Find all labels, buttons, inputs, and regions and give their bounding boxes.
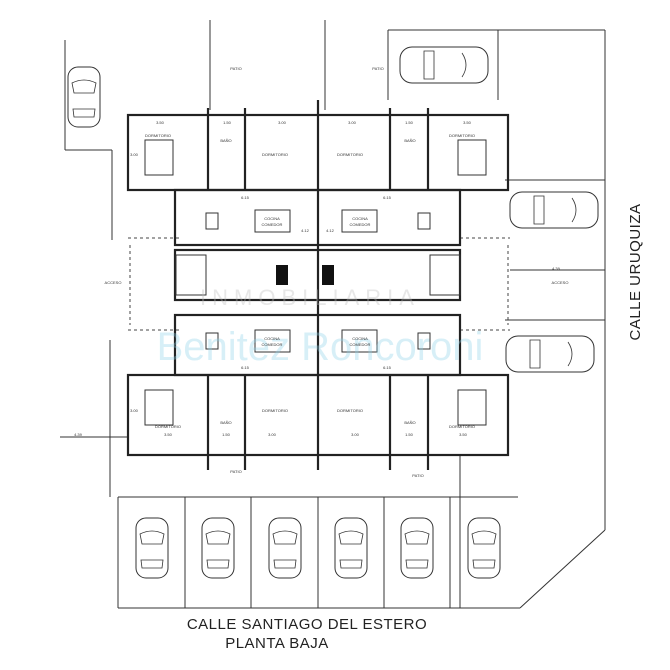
watermark-bottom: Benitez Roncoroni <box>157 325 484 369</box>
svg-text:1.50: 1.50 <box>223 120 232 125</box>
dimension-labels: 3.50 1.50 3.00 3.00 1.50 3.50 6.15 6.15 … <box>74 120 561 437</box>
parking-bays <box>184 497 451 608</box>
svg-text:COMEDOR: COMEDOR <box>262 342 283 347</box>
svg-text:COMEDOR: COMEDOR <box>262 222 283 227</box>
svg-text:3.50: 3.50 <box>459 432 468 437</box>
svg-text:DORMITORIO: DORMITORIO <box>337 152 363 157</box>
svg-text:DORMITORIO: DORMITORIO <box>337 408 363 413</box>
svg-text:4.12: 4.12 <box>301 228 310 233</box>
plan-title: PLANTA BAJA <box>225 635 329 652</box>
svg-text:COMEDOR: COMEDOR <box>350 342 371 347</box>
svg-text:3.50: 3.50 <box>463 120 472 125</box>
svg-text:BAÑO: BAÑO <box>404 420 415 425</box>
car-icons <box>67 46 599 579</box>
svg-text:DORMITORIO: DORMITORIO <box>449 424 475 429</box>
svg-text:DORMITORIO: DORMITORIO <box>155 424 181 429</box>
building-walls <box>126 100 510 470</box>
furniture <box>144 139 487 426</box>
svg-text:4.39: 4.39 <box>74 432 83 437</box>
svg-text:3.00: 3.00 <box>130 152 139 157</box>
svg-text:6.15: 6.15 <box>383 195 392 200</box>
svg-text:DORMITORIO: DORMITORIO <box>262 408 288 413</box>
svg-text:3.00: 3.00 <box>351 432 360 437</box>
svg-text:PATIO: PATIO <box>372 66 383 71</box>
street-label-right: CALLE URUQUIZA <box>627 203 644 340</box>
svg-text:4.39: 4.39 <box>552 266 561 271</box>
svg-text:COMEDOR: COMEDOR <box>350 222 371 227</box>
svg-text:BAÑO: BAÑO <box>220 420 231 425</box>
svg-text:DORMITORIO: DORMITORIO <box>262 152 288 157</box>
svg-text:6.15: 6.15 <box>241 365 250 370</box>
svg-text:3.50: 3.50 <box>164 432 173 437</box>
svg-text:COCINA: COCINA <box>264 216 280 221</box>
svg-text:1.50: 1.50 <box>222 432 231 437</box>
svg-text:3.00: 3.00 <box>130 408 139 413</box>
svg-text:COCINA: COCINA <box>264 336 280 341</box>
svg-text:DORMITORIO: DORMITORIO <box>145 133 171 138</box>
svg-text:COCINA: COCINA <box>352 216 368 221</box>
svg-text:6.15: 6.15 <box>383 365 392 370</box>
svg-text:1.50: 1.50 <box>405 120 414 125</box>
svg-text:ACCESO: ACCESO <box>105 280 122 285</box>
svg-text:DORMITORIO: DORMITORIO <box>449 133 475 138</box>
room-labels: PATIO PATIO DORMITORIO BAÑO DORMITORIO D… <box>105 66 569 478</box>
svg-text:BAÑO: BAÑO <box>404 138 415 143</box>
svg-text:4.12: 4.12 <box>326 228 335 233</box>
svg-text:3.00: 3.00 <box>268 432 277 437</box>
svg-text:PATIO: PATIO <box>230 66 241 71</box>
svg-text:COCINA: COCINA <box>352 336 368 341</box>
svg-text:3.00: 3.00 <box>348 120 357 125</box>
svg-text:BAÑO: BAÑO <box>220 138 231 143</box>
svg-text:1.50: 1.50 <box>405 432 414 437</box>
street-label-bottom: CALLE SANTIAGO DEL ESTERO <box>187 616 427 633</box>
svg-text:PATIO: PATIO <box>412 473 423 478</box>
svg-text:6.15: 6.15 <box>241 195 250 200</box>
svg-text:PATIO: PATIO <box>230 469 241 474</box>
svg-text:3.00: 3.00 <box>278 120 287 125</box>
svg-text:ACCESO: ACCESO <box>552 280 569 285</box>
svg-text:3.50: 3.50 <box>156 120 165 125</box>
watermark-top: INMOBILIARIA <box>200 285 420 310</box>
